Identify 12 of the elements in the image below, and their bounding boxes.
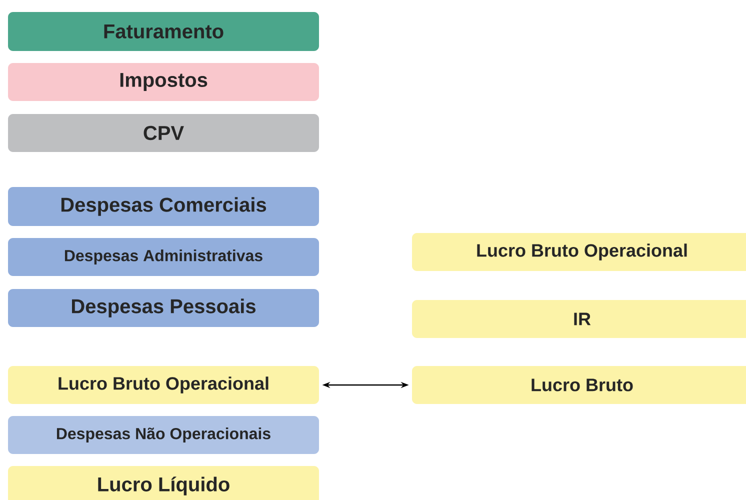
label-box: CPV	[8, 114, 319, 152]
label-box: Lucro Bruto Operacional	[412, 233, 746, 271]
label-box: Despesas Comerciais	[8, 187, 319, 226]
label-box: Faturamento	[8, 12, 319, 51]
label-box: Impostos	[8, 63, 319, 101]
label-box: Lucro Bruto	[412, 366, 746, 404]
label-box: IR	[412, 300, 746, 338]
label-box: Despesas Não Operacionais	[8, 416, 319, 454]
label-box: Lucro Bruto Operacional	[8, 366, 319, 404]
label-box: Despesas Pessoais	[8, 289, 319, 327]
label-box: Lucro Líquido	[8, 466, 319, 500]
label-box: Despesas Administrativas	[8, 238, 319, 276]
